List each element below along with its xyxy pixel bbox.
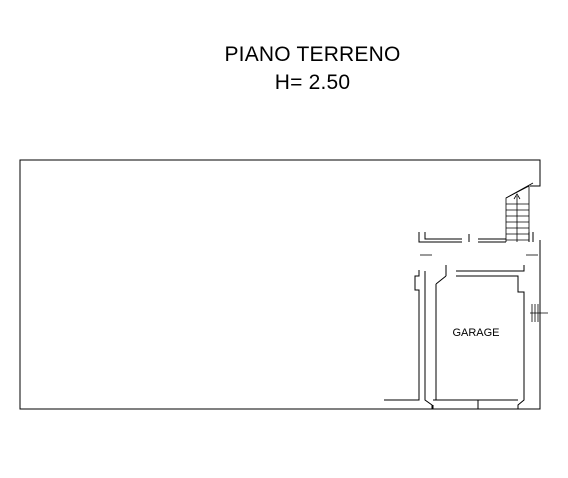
interior-partition-upper [418, 232, 534, 243]
garage-room-label: GARAGE [452, 327, 499, 339]
outer-perimeter-wall [19, 159, 541, 410]
ceiling-height-label: H= 2.50 [274, 71, 351, 94]
floor-title: PIANO TERRENO [224, 43, 401, 66]
garage-walls [384, 265, 525, 409]
window-symbol [530, 304, 548, 322]
staircase [505, 182, 534, 242]
drawing-title-block: PIANO TERRENO H= 2.50 [0, 41, 568, 97]
